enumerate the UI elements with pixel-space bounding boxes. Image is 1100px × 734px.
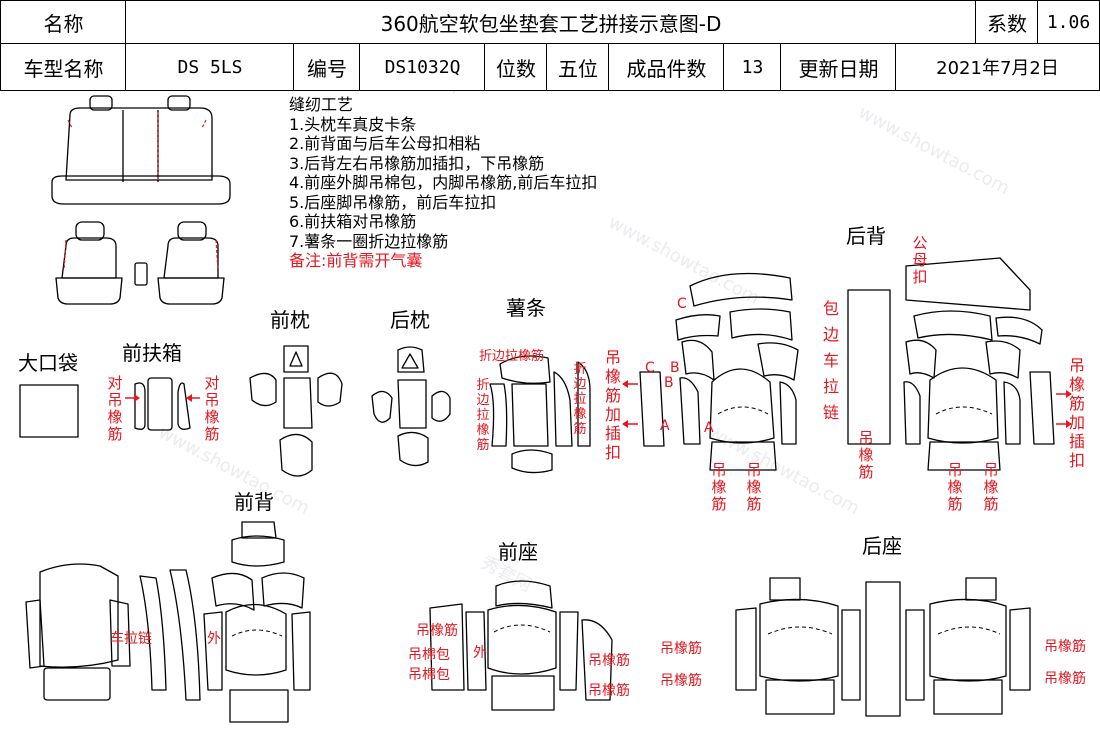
annotation-chips-top: 折边拉橡筋 <box>479 349 545 364</box>
annotation-rear-back-bottom: 吊橡筋 <box>947 461 963 513</box>
section-front-seat: 前座 <box>498 540 538 564</box>
sewing-step: 3.后背左右吊橡筋加插扣，下吊橡筋 <box>289 153 545 173</box>
pieces-value: 13 <box>723 43 782 91</box>
update-value: 2021年7月2日 <box>895 43 1100 91</box>
sewing-step: 7.薯条一圈折边拉橡筋 <box>289 231 449 251</box>
annotation-rear-back-bottom: 吊橡筋 <box>746 461 762 513</box>
annotation-front-back-outer: 外 <box>207 631 221 647</box>
marker-b: B <box>664 375 674 391</box>
annotation-rear-back-bottom: 吊橡筋 <box>711 461 727 513</box>
armrest-pieces <box>134 377 191 431</box>
annotation-front-seat-rubber: 吊橡筋 <box>416 623 458 639</box>
seats-value: 五位 <box>546 43 610 91</box>
name-label: 名称 <box>0 0 127 45</box>
marker-a: A <box>660 418 670 434</box>
front-seat-pieces <box>429 580 613 711</box>
sewing-step: 4.前座外脚吊棉包，内脚吊橡筋,前后车拉扣 <box>289 173 598 192</box>
annotation-rear-back-bottom: 吊橡筋 <box>983 461 999 513</box>
annotation-front-seat-cotton: 吊棉包 <box>408 667 450 683</box>
annotation-rear-seat-right: 吊橡筋 <box>1044 639 1086 655</box>
annotation-chips-right: 折边拉橡筋 <box>573 362 587 437</box>
annotation-rear-back-right: 吊橡筋加插扣 <box>1068 356 1085 470</box>
coefficient-label: 系数 <box>975 0 1039 45</box>
front-seat-illustration <box>55 221 225 305</box>
rear-seat-pieces <box>735 577 1031 717</box>
section-armrest: 前扶箱 <box>122 341 182 365</box>
pocket-piece <box>19 384 79 438</box>
annotation-rear-seat-right: 吊橡筋 <box>1044 671 1086 687</box>
section-front-back: 前背 <box>234 490 274 514</box>
annotation-armrest-left: 对吊橡筋 <box>107 374 123 443</box>
section-rear-seat: 后座 <box>862 534 902 558</box>
coefficient-value: 1.06 <box>1037 0 1100 45</box>
rear-back-pieces <box>639 257 1055 471</box>
front-headrest-pieces <box>249 345 343 477</box>
sewing-note: 备注:前背需开气囊 <box>289 251 423 270</box>
marker-b: B <box>670 360 680 376</box>
annotation-rear-seat-left: 吊橡筋 <box>660 673 702 689</box>
section-rear-headrest: 后枕 <box>390 308 430 332</box>
sewing-step: 1.头枕车真皮卡条 <box>289 114 417 134</box>
annotation-female-buckle: 公母扣 <box>912 234 928 286</box>
annotation-front-seat-outer: 外 <box>473 645 487 661</box>
annotation-front-back-zip: 车拉链 <box>110 631 152 647</box>
annotation-rear-back-left: 吊橡筋加插扣 <box>604 348 621 462</box>
section-rear-back: 后背 <box>846 224 886 248</box>
sewing-process: 缝纫工艺 1.头枕车真皮卡条 2.前背面与后车公母扣相粘 3.后背左右吊橡筋加插… <box>289 95 597 271</box>
annotation-armrest-right: 对吊橡筋 <box>204 374 220 443</box>
update-label: 更新日期 <box>780 43 897 91</box>
section-chips: 薯条 <box>506 296 546 320</box>
seats-label: 位数 <box>484 43 548 91</box>
annotation-rear-seat-left: 吊橡筋 <box>660 641 702 657</box>
code-value: DS1032Q <box>359 43 486 91</box>
annotation-front-seat-right: 吊橡筋 <box>588 653 630 669</box>
annotation-front-seat-cotton: 吊棉包 <box>408 647 450 663</box>
sewing-heading: 缝纫工艺 <box>289 95 354 114</box>
marker-c: C <box>677 296 687 312</box>
pieces-label: 成品件数 <box>608 43 725 91</box>
sewing-step: 6.前扶箱对吊橡筋 <box>289 212 417 231</box>
chips-pieces <box>489 355 591 474</box>
rear-seat-illustration <box>51 95 231 205</box>
front-back-pieces <box>25 521 311 723</box>
sewing-step: 5.后座脚吊橡筋，前后车拉扣 <box>289 192 497 212</box>
annotation-chips-left: 折边拉橡筋 <box>476 378 490 453</box>
sewing-step: 2.前背面与后车公母扣相粘 <box>289 134 481 153</box>
rear-headrest-pieces <box>371 346 451 467</box>
marker-a: A <box>704 420 714 436</box>
section-pocket: 大口袋 <box>18 351 78 375</box>
annotation-rear-back-bottom: 吊橡筋 <box>858 429 874 481</box>
section-front-headrest: 前枕 <box>270 308 310 332</box>
annotation-zip-edge: 包边车拉链 <box>822 299 839 422</box>
marker-c: C <box>645 360 655 376</box>
annotation-front-seat-right: 吊橡筋 <box>588 683 630 699</box>
model-label: 车型名称 <box>0 43 127 91</box>
